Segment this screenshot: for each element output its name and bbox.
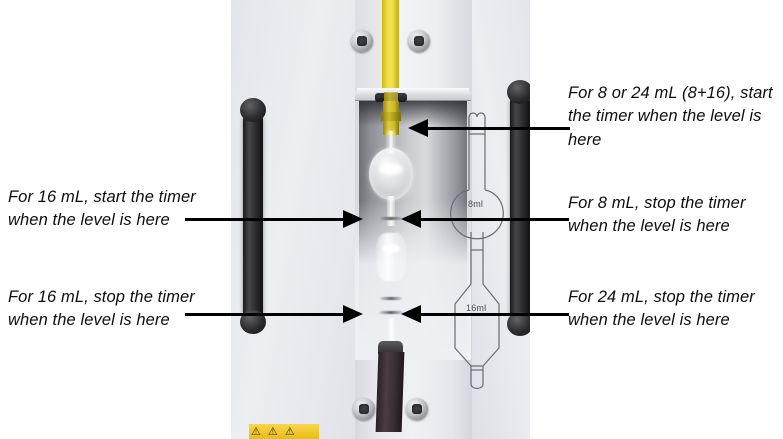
warning-sticker (249, 424, 319, 439)
arrow-shaft (421, 313, 569, 316)
door-handle-left (243, 110, 263, 322)
rubber-tube-connector (378, 341, 403, 355)
graduation-mark-lower-upper (380, 297, 402, 300)
door-handle-left-top-cap (240, 98, 266, 122)
hex-screw-bottom-right (406, 398, 428, 420)
pipette-lower-neck (388, 318, 395, 344)
graduation-mark-upper (380, 217, 402, 220)
arrow-head (343, 305, 363, 323)
pipette-middle-neck (387, 196, 395, 226)
warning-sticker-text: ⚠ ⚠ ⚠ (251, 427, 297, 438)
schematic-label-16ml: 16ml (466, 303, 487, 313)
arrow-head (401, 305, 421, 323)
annotation-16ml-start: For 16 mL, start the timer when the leve… (8, 188, 196, 230)
pipette-top-clamp-band (381, 112, 401, 121)
door-handle-right (510, 92, 530, 324)
door-handle-right-top-cap (507, 80, 530, 104)
arrow-shaft (421, 218, 569, 221)
annotation-8ml-stop: For 8 mL, stop the timer when the level … (568, 194, 746, 236)
pipette-lower-bulb-highlight (382, 244, 400, 253)
arrow-head (408, 119, 428, 137)
clamp-bar (357, 88, 469, 97)
rubber-tube-body (375, 352, 405, 432)
arrow-head (401, 210, 421, 228)
drive-belt-yellow (382, 0, 399, 92)
pipette-lower-bulb (376, 233, 406, 281)
annotation-24ml-stop: For 24 mL, stop the timer when the level… (568, 288, 755, 330)
door-handle-right-bottom-cap (507, 312, 530, 336)
arrow-shaft (185, 218, 343, 221)
hex-screw-top-left (351, 30, 373, 52)
annotation-16ml-stop: For 16 mL, stop the timer when the level… (8, 288, 195, 330)
graduation-mark-lower (379, 311, 403, 314)
arrow-head (343, 210, 363, 228)
schematic-label-8ml: 8ml (468, 199, 484, 209)
pipette-upper-bulb-highlight (379, 163, 403, 175)
arrow-shaft (185, 313, 343, 316)
arrow-shaft (428, 127, 570, 130)
annotation-8-or-24ml-start: For 8 or 24 mL (8+16), start the timer w… (568, 84, 773, 149)
hex-screw-bottom-left (353, 398, 375, 420)
hex-screw-top-right (408, 30, 430, 52)
pipette-upper-neck (388, 131, 394, 153)
